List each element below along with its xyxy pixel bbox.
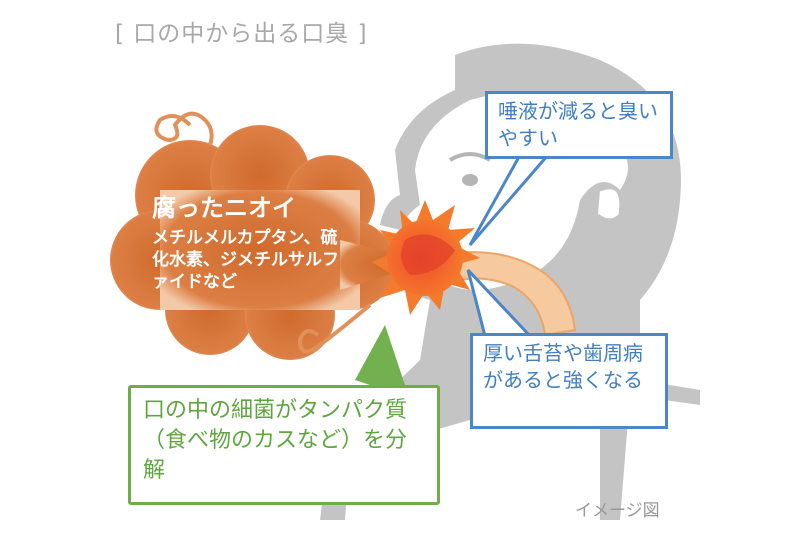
callout-tongue: 厚い舌苔や歯周病があると強くなる <box>470 333 668 429</box>
cloud-body: メチルメルカプタン、硫化水素、ジメチルサルファイドなど <box>152 228 339 292</box>
cloud-heading: 腐ったニオイ <box>152 194 296 222</box>
odor-cloud-text: 腐ったニオイ メチルメルカプタン、硫化水素、ジメチルサルファイドなど <box>152 188 352 293</box>
odor-squiggle-icon <box>154 111 214 146</box>
tongue <box>438 251 577 337</box>
callout-saliva: 唾液が減ると臭いやすい <box>485 91 673 159</box>
image-caption: イメージ図 <box>575 501 660 521</box>
bacteria-burst <box>372 200 480 315</box>
odor-cloud <box>110 125 430 360</box>
callout-bacteria: 口の中の細菌がタンパク質（食べ物のカスなど）を分解 <box>128 385 440 505</box>
odor-squiggle-icon <box>297 303 372 354</box>
page-title: [ 口の中から出る口臭 ] <box>115 21 368 47</box>
